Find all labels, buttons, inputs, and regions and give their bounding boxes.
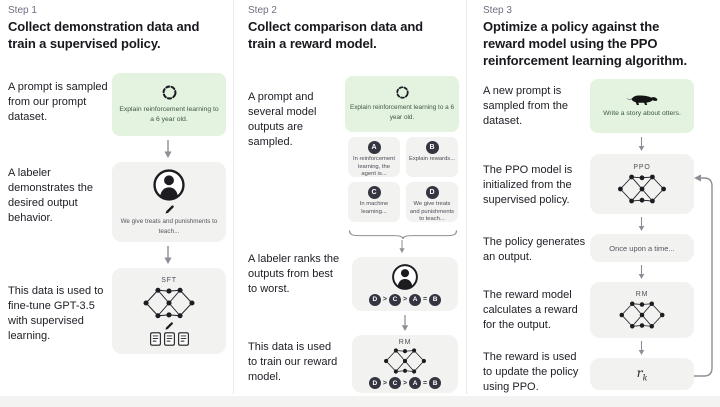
neural-network-icon xyxy=(617,173,667,205)
step3-rm-box: RM xyxy=(590,282,694,338)
step3-prompt-label: A new prompt is sampled from the dataset… xyxy=(483,85,568,127)
model-outputs-grid: A In reinforcement learning, the agent i… xyxy=(348,137,458,222)
step2-title: Collect comparison data and train a rewa… xyxy=(248,19,424,51)
step3-output-box-text: Once upon a time... xyxy=(609,243,675,253)
step1-prompt-label: A prompt is sampled from our prompt data… xyxy=(8,81,108,123)
step3-ppo-box: PPO xyxy=(590,154,694,214)
step2-prompt-box-text: Explain reinforcement learning to a 6 ye… xyxy=(349,104,455,121)
column-divider xyxy=(466,0,467,394)
rank-separator: > xyxy=(402,379,408,387)
rank-chip: C xyxy=(388,377,401,389)
step1-labeler-label: A labeler demonstrates the desired outpu… xyxy=(8,167,93,224)
step1-prompt-box-text: Explain reinforcement learning to a 6 ye… xyxy=(119,105,219,123)
ranking-best-to-worst: D > C > A = B xyxy=(368,377,442,389)
sft-box-title: SFT xyxy=(161,276,177,284)
rank-chip: D xyxy=(368,377,381,389)
rank-chip: C xyxy=(388,293,401,306)
model-output-option-b: B Explain rewards... xyxy=(406,137,458,177)
arrow-down-icon xyxy=(637,265,646,279)
step2-prompt-label: A prompt and several model outputs are s… xyxy=(248,91,317,148)
document-icon xyxy=(178,332,189,346)
step2-labeler-box: D > C > A = B xyxy=(352,257,458,311)
rank-chip: B xyxy=(429,377,442,389)
step3-title: Optimize a policy against the reward mod… xyxy=(483,19,688,68)
option-b-chip: B xyxy=(425,141,439,154)
step1-sft-box: SFT xyxy=(112,268,226,354)
step1-prompt-box: Explain reinforcement learning to a 6 ye… xyxy=(112,73,226,136)
option-c-text: In machine learning... xyxy=(359,201,389,215)
arrow-down-icon xyxy=(400,315,410,331)
pencil-icon xyxy=(164,321,174,331)
step1-title: Collect demonstration data and train a s… xyxy=(8,19,200,51)
step3-output-box: Once upon a time... xyxy=(590,234,694,262)
step3-ppo-label: The PPO model is initialized from the su… xyxy=(483,164,573,206)
bottom-band xyxy=(0,396,720,407)
labeler-person-icon xyxy=(391,263,419,291)
step3-rm-label: The reward model calculates a reward for… xyxy=(483,289,578,331)
column-divider xyxy=(233,0,234,394)
otter-icon xyxy=(625,92,659,107)
step3-label: Step 3 xyxy=(483,5,512,16)
option-d-chip: D xyxy=(425,186,439,199)
step1-labeler-box-text: We give treats and punishments to teach.… xyxy=(120,218,218,235)
rank-separator: = xyxy=(423,296,428,303)
rank-chip: A xyxy=(409,377,422,389)
option-a-chip: A xyxy=(367,141,381,154)
rank-chip: B xyxy=(429,293,442,306)
step1-sft-label: This data is used to fine-tune GPT-3.5 w… xyxy=(8,285,104,342)
arrow-down-icon xyxy=(637,341,646,355)
option-a-text: In reinforcement learning, the agent is.… xyxy=(353,156,395,178)
neural-network-icon xyxy=(143,286,195,320)
reward-symbol: rk xyxy=(637,365,648,383)
reward-symbol-sub: k xyxy=(642,373,648,383)
labeler-person-icon xyxy=(152,168,186,202)
step3-output-label: The policy generates an output. xyxy=(483,236,586,263)
rank-separator: > xyxy=(402,296,408,303)
step3-reward-label: The reward is used to update the policy … xyxy=(483,351,579,393)
pencil-icon xyxy=(164,204,175,215)
option-c-chip: C xyxy=(367,186,381,199)
option-b-text: Explain rewards... xyxy=(408,156,456,162)
rm-box-title: RM xyxy=(635,290,649,298)
option-d-text: We give treats and punishments to teach.… xyxy=(409,201,455,223)
arrow-down-icon xyxy=(163,246,173,264)
step3-prompt-box: Write a story about otters. xyxy=(590,79,694,133)
sample-prompt-icon xyxy=(395,85,410,100)
neural-network-icon xyxy=(619,300,665,330)
step2-rm-label: This data is used to train our reward mo… xyxy=(248,341,338,383)
arrow-down-icon xyxy=(163,140,173,158)
model-output-option-a: A In reinforcement learning, the agent i… xyxy=(348,137,400,177)
ppo-box-title: PPO xyxy=(633,163,651,171)
curly-brace xyxy=(348,230,458,239)
arrow-down-icon xyxy=(637,217,646,231)
rank-separator: > xyxy=(382,296,387,303)
arrow-down-icon xyxy=(637,137,646,151)
reward-symbol-base: r xyxy=(636,365,643,381)
step1-label: Step 1 xyxy=(8,5,37,16)
step2-label: Step 2 xyxy=(248,5,277,16)
step2-rm-box: RM D > C > A = B xyxy=(352,335,458,393)
step3-prompt-box-text: Write a story about otters. xyxy=(603,110,681,118)
rank-chip: D xyxy=(368,293,381,306)
rm-box-title: RM xyxy=(398,339,412,346)
documents-row xyxy=(150,332,189,346)
document-icon xyxy=(150,332,161,346)
rank-chip: A xyxy=(409,293,422,306)
model-output-option-c: C In machine learning... xyxy=(348,182,400,222)
step3-reward-box: rk xyxy=(590,358,694,390)
rank-separator: = xyxy=(423,379,428,387)
ranking-best-to-worst: D > C > A = B xyxy=(368,293,442,306)
neural-network-icon xyxy=(383,347,427,375)
document-icon xyxy=(164,332,175,346)
step2-rank-label: A labeler ranks the outputs from best to… xyxy=(248,253,340,295)
model-output-option-d: D We give treats and punishments to teac… xyxy=(406,182,458,222)
step2-prompt-box: Explain reinforcement learning to a 6 ye… xyxy=(345,76,459,132)
arrow-down-icon xyxy=(398,240,406,253)
step1-labeler-box: We give treats and punishments to teach.… xyxy=(112,162,226,242)
ppo-update-loop-arrow xyxy=(694,174,713,377)
rank-separator: > xyxy=(382,379,387,387)
sample-prompt-icon xyxy=(161,84,178,101)
